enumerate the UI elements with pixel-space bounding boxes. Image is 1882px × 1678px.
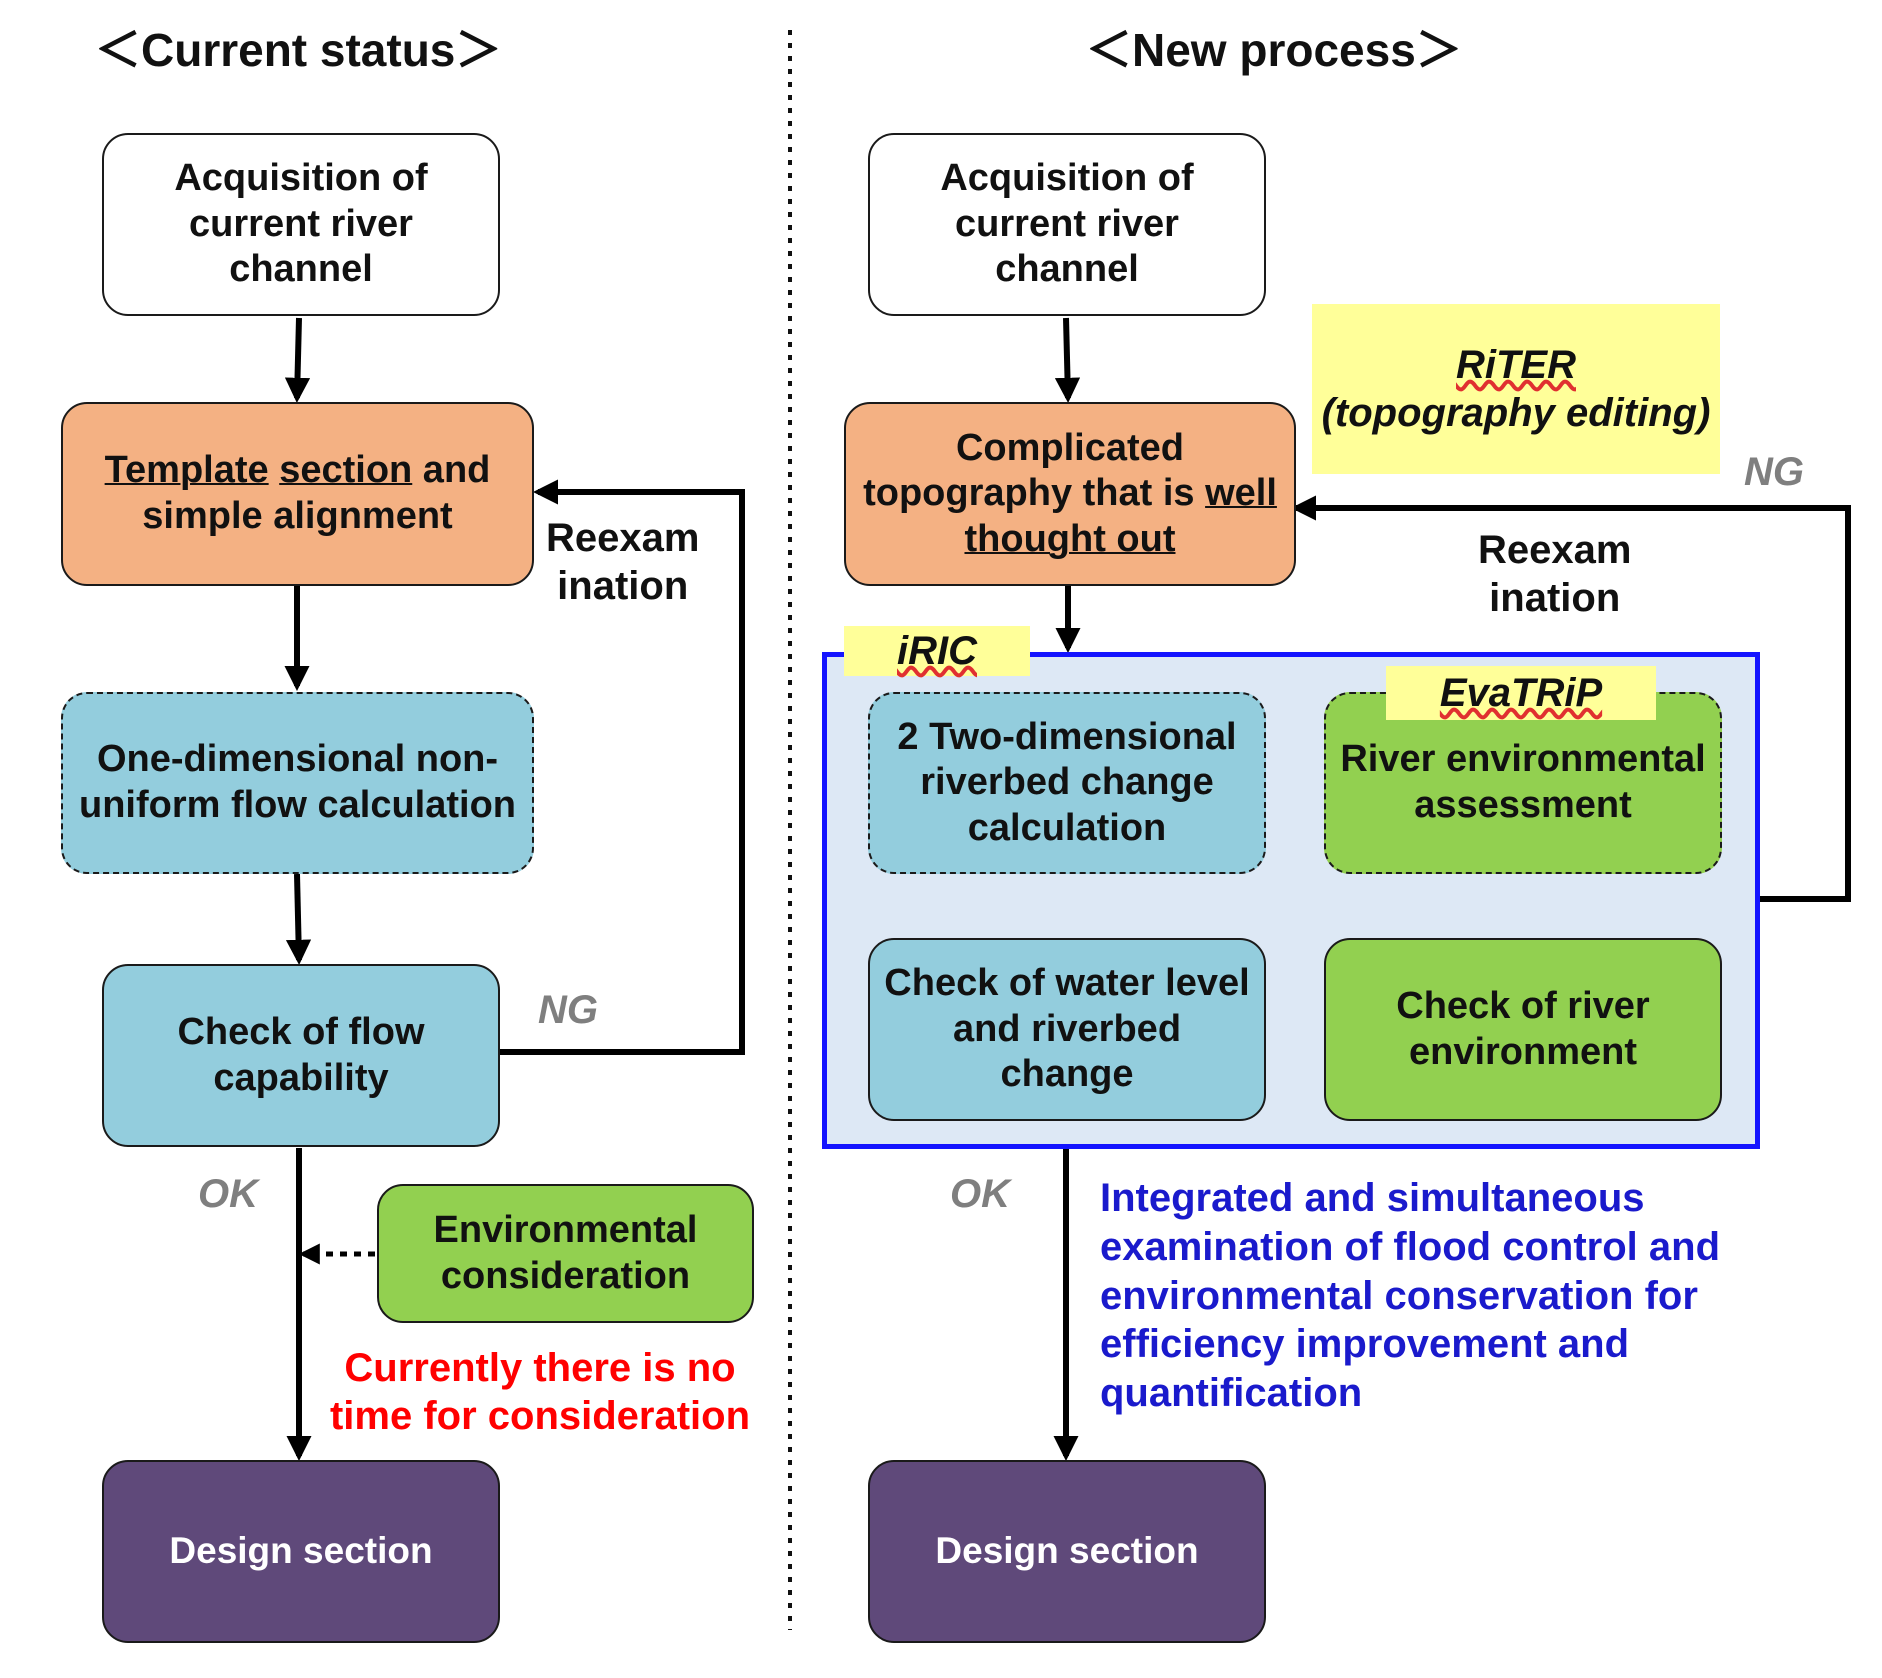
right-design-box: Design section: [868, 1460, 1266, 1643]
right-design-text: Design section: [935, 1530, 1199, 1572]
well-thought-out-text: well thought out: [964, 472, 1277, 560]
riter-name: RiTER: [1456, 343, 1576, 387]
section-word: section: [279, 449, 413, 492]
two-dim-calc-text: 2 Two-dimensional riverbed change calcul…: [897, 715, 1237, 849]
left-ok-label: OK: [198, 1172, 258, 1216]
left-reexam-label: Reexam ination: [546, 516, 700, 608]
evatrip-label: EvaTRiP: [1386, 666, 1656, 720]
no-time-note: Currently there is no time for considera…: [329, 1346, 751, 1438]
left-design-text: Design section: [169, 1530, 433, 1572]
iric-text: iRIC: [897, 629, 977, 673]
check-river-env-text: Check of river environment: [1396, 984, 1650, 1073]
arrow-right-1: [1054, 317, 1081, 404]
riter-subtitle: (topography editing): [1321, 391, 1711, 435]
right-heading: ＜New process＞: [1086, 24, 1462, 76]
complicated-part1: Complicated topography that is: [863, 426, 1206, 515]
environmental-box: Environmental consideration: [377, 1184, 754, 1323]
template-word: Template: [104, 449, 269, 492]
one-dim-calc-box: One-dimensional non-uniform flow calcula…: [61, 692, 534, 874]
template-section-box: Template section and simple alignment: [61, 402, 534, 586]
right-ok-label: OK: [950, 1172, 1010, 1216]
two-dim-calc-box: 2 Two-dimensional riverbed change calcul…: [868, 692, 1266, 874]
iric-label: iRIC: [844, 626, 1030, 676]
check-flow-box: Check of flow capability: [102, 964, 500, 1147]
arrow-left-loop: [500, 479, 745, 1055]
left-acquisition-text: Acquisition of current river channel: [174, 157, 428, 291]
right-reexam-label: Reexam ination: [1478, 528, 1632, 620]
check-flow-text: Check of flow capability: [177, 1010, 425, 1099]
riter-label: RiTER (topography editing): [1312, 304, 1720, 474]
one-dim-calc-text: One-dimensional non-uniform flow calcula…: [78, 738, 517, 826]
right-acquisition-box: Acquisition of current river channel: [868, 133, 1266, 316]
template-rest: and simple alignment: [142, 449, 491, 537]
right-ng-label: NG: [1744, 450, 1804, 494]
environmental-text: Environmental consideration: [433, 1208, 698, 1297]
arrow-right-loop: [1290, 495, 1851, 902]
check-water-level-box: Check of water level and riverbed change: [868, 938, 1266, 1121]
template-section-text: Template section and simple alignment: [77, 448, 518, 539]
left-heading: ＜Current status＞: [95, 24, 502, 76]
river-env-assessment-text: River environmental assessment: [1340, 738, 1706, 826]
integrated-note: Integrated and simultaneous examination …: [1100, 1176, 1720, 1416]
left-acquisition-box: Acquisition of current river channel: [102, 133, 500, 316]
evatrip-text: EvaTRiP: [1439, 671, 1603, 715]
right-acquisition-text: Acquisition of current river channel: [940, 157, 1194, 291]
check-water-level-text: Check of water level and riverbed change: [884, 962, 1250, 1096]
arrow-left-3: [285, 873, 312, 966]
check-river-env-box: Check of river environment: [1324, 938, 1722, 1121]
left-ng-label: NG: [538, 988, 598, 1032]
left-design-box: Design section: [102, 1460, 500, 1643]
arrow-left-1: [284, 317, 311, 404]
river-env-assessment-box: River environmental assessment: [1324, 692, 1722, 874]
complicated-topography-box: Complicated topography that is well thou…: [844, 402, 1296, 586]
complicated-topography-text: Complicated topography that is well thou…: [860, 426, 1280, 563]
